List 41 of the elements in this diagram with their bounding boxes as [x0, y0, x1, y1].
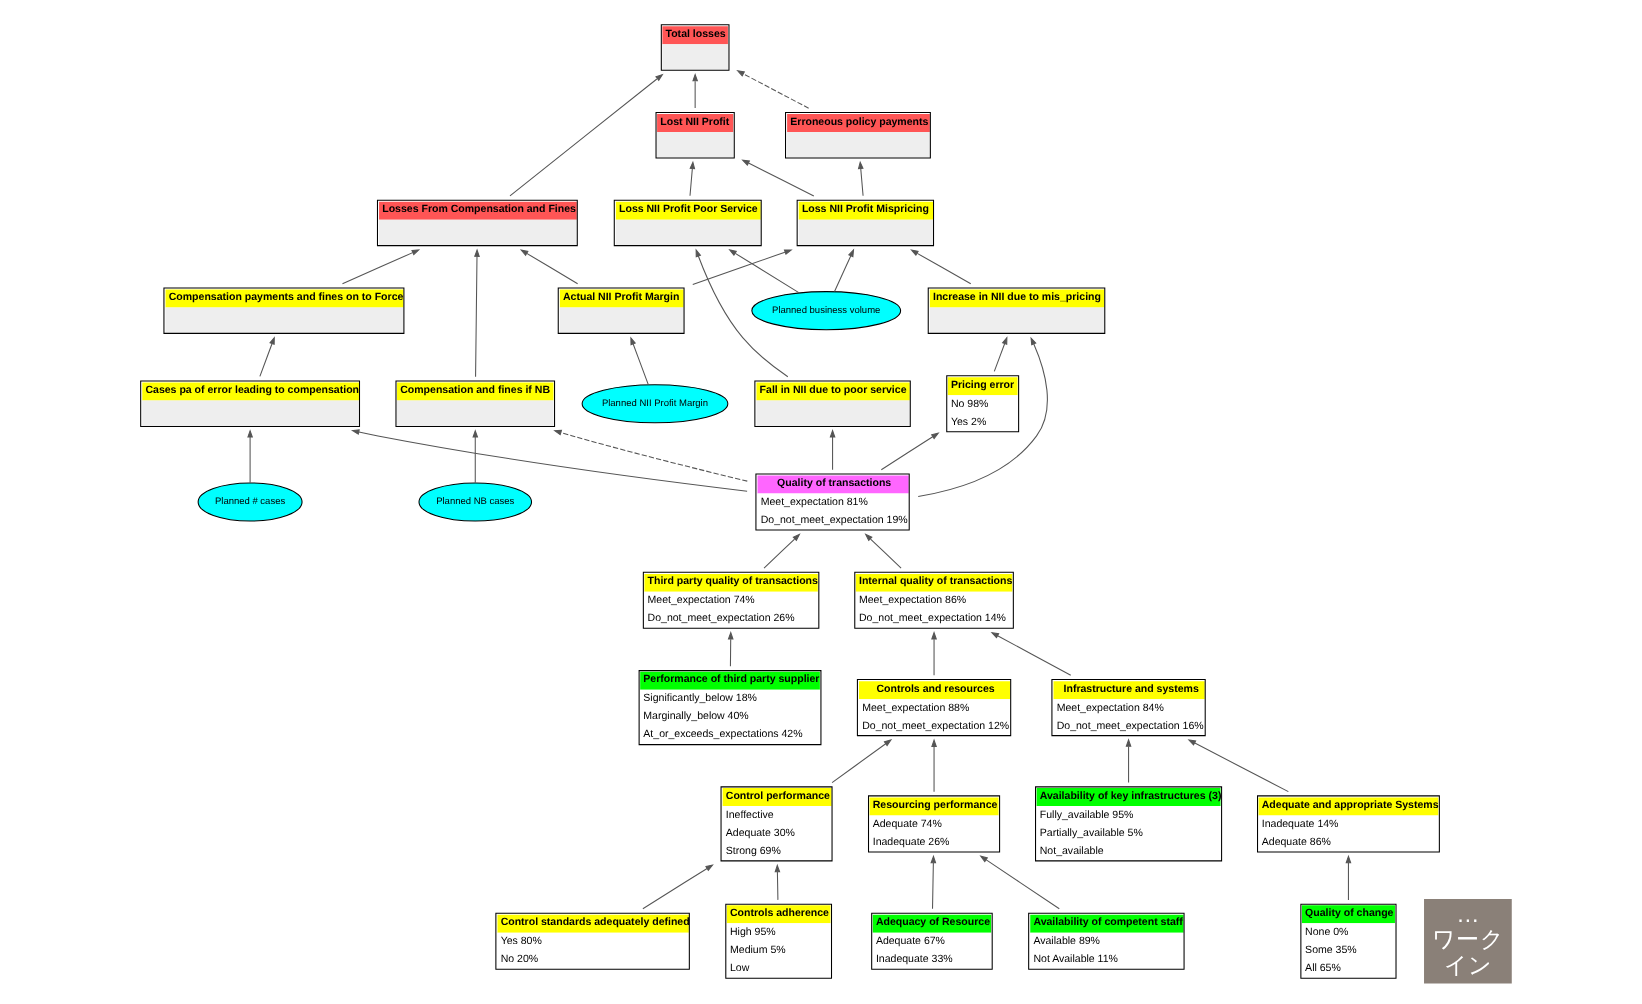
- arrow: [879, 432, 939, 471]
- arrow: [518, 249, 578, 285]
- arrow: [735, 70, 809, 109]
- arrow: [727, 249, 799, 294]
- arrow: [349, 429, 747, 492]
- arrow: [688, 160, 695, 197]
- arrow: [1124, 738, 1131, 784]
- arrow: [929, 854, 936, 910]
- arrow: [641, 864, 713, 910]
- arrow: [773, 863, 780, 901]
- label: ワーク: [1430, 927, 1503, 954]
- arrow: [552, 429, 747, 482]
- arrow: [726, 631, 733, 667]
- arrow: [691, 72, 698, 109]
- arrow: [508, 73, 663, 197]
- arrow: [930, 738, 936, 793]
- arrow: [916, 336, 1047, 498]
- arrow: [830, 739, 892, 784]
- arrow: [246, 429, 253, 484]
- arrow: [992, 336, 1007, 372]
- arrow: [930, 631, 936, 676]
- arrow: [629, 336, 648, 386]
- arrow: [1186, 739, 1288, 793]
- arrow: [473, 248, 479, 378]
- arrow: [978, 855, 1059, 910]
- label: イン: [1442, 952, 1491, 979]
- arrow: [740, 159, 814, 197]
- arrow: [471, 429, 478, 484]
- arrow: [340, 249, 420, 285]
- arrow: [909, 249, 971, 285]
- arrow: [1344, 854, 1351, 901]
- arrow: [691, 249, 792, 285]
- arrow: [694, 248, 788, 378]
- label: …: [1455, 901, 1479, 928]
- arrow: [989, 631, 1071, 676]
- arrow: [762, 533, 800, 569]
- arrow: [863, 533, 901, 569]
- arrow: [833, 248, 854, 292]
- arrow: [828, 429, 835, 471]
- arrow: [258, 336, 274, 377]
- arrow: [856, 160, 863, 197]
